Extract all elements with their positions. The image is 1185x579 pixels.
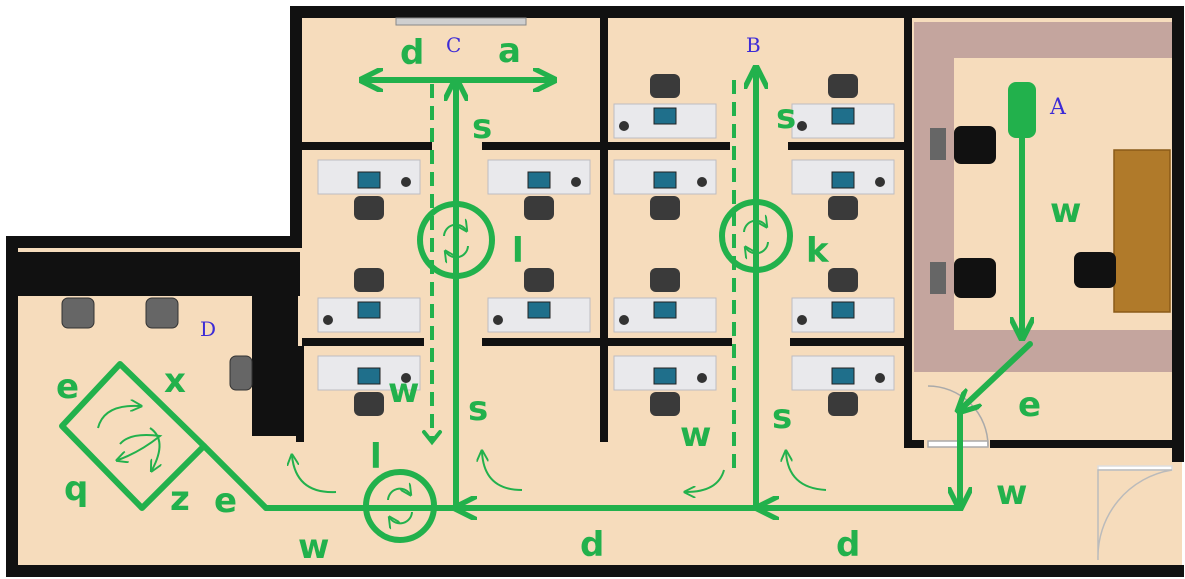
rotation-glyphs: [387, 221, 769, 524]
turn-circles: [363, 199, 793, 543]
location-tag-b: B: [746, 33, 761, 57]
label-d-bottom-mid: d: [580, 525, 604, 565]
chair: [354, 268, 384, 292]
label-x-diamond: x: [164, 361, 186, 401]
monitor: [527, 171, 551, 189]
phone: [797, 121, 807, 131]
walls: [6, 6, 1184, 577]
lounge-chairs: [61, 297, 253, 391]
location-marker-a: [1008, 82, 1036, 138]
phone: [493, 315, 503, 325]
manager-chairs: [930, 126, 1116, 298]
monitor: [653, 367, 677, 385]
label-e-diamond-left: e: [56, 367, 79, 407]
phone: [619, 121, 629, 131]
monitor: [831, 171, 855, 189]
label-s-c-lower: s: [468, 389, 488, 429]
label-k-b: k: [806, 231, 830, 271]
phone: [797, 315, 807, 325]
label-l-bottom: l: [370, 437, 382, 477]
label-d-c-arrow: d: [400, 33, 424, 73]
phone: [697, 373, 707, 383]
chair: [650, 196, 680, 220]
label-w-corner: w: [996, 473, 1027, 513]
chair: [354, 196, 384, 220]
monitor: [653, 301, 677, 319]
location-tag-c: C: [446, 33, 461, 57]
label-q-diamond: q: [64, 469, 88, 509]
monitor: [357, 301, 381, 319]
chair: [354, 392, 384, 416]
label-w-b-dashed: w: [680, 415, 711, 455]
chair: [650, 268, 680, 292]
top-shelf: [395, 17, 527, 26]
dashed-routes: [430, 80, 736, 476]
phone: [875, 373, 885, 383]
location-tags: A B C D: [200, 33, 1067, 341]
monitor: [653, 107, 677, 125]
label-s-c-upper: s: [472, 107, 492, 147]
monitor: [831, 367, 855, 385]
routes: [59, 70, 1036, 511]
chair: [524, 196, 554, 220]
phone: [401, 177, 411, 187]
label-e-room-a: e: [1018, 385, 1041, 425]
location-tag-a: A: [1049, 95, 1067, 120]
route-e-room-a: [960, 341, 1033, 410]
phone: [401, 373, 411, 383]
chair: [524, 268, 554, 292]
label-e-diamond: e: [214, 481, 237, 521]
curved-turn-hints: [97, 406, 827, 492]
monitor: [527, 301, 551, 319]
label-s-b-lower: s: [772, 397, 792, 437]
label-a-c-arrow: a: [498, 31, 521, 71]
manager-counter: [914, 22, 1172, 372]
route-diamond: [59, 361, 207, 511]
turn-circle-k-b: [719, 199, 793, 273]
monitor: [653, 171, 677, 189]
label-w-bottom: w: [298, 527, 329, 567]
chair: [828, 196, 858, 220]
phone: [571, 177, 581, 187]
workstations: [317, 74, 895, 416]
phone: [875, 177, 885, 187]
phone: [323, 315, 333, 325]
route-e-diagonal: [201, 443, 269, 511]
turn-circle-l-c: [417, 201, 495, 279]
location-tag-d: D: [200, 317, 216, 341]
label-z-diamond: z: [170, 479, 190, 519]
chair: [650, 74, 680, 98]
phone: [619, 315, 629, 325]
monitor: [831, 301, 855, 319]
label-l-c: l: [512, 231, 524, 271]
chair: [650, 392, 680, 416]
manager-table: [1113, 149, 1171, 313]
monitor: [357, 171, 381, 189]
chair: [828, 74, 858, 98]
monitor: [831, 107, 855, 125]
label-w-room-a: w: [1050, 191, 1081, 231]
label-w-c-dashed: w: [388, 371, 419, 411]
chair: [828, 392, 858, 416]
phone: [697, 177, 707, 187]
turn-circle-l-bottom: [363, 469, 437, 543]
chair: [828, 268, 858, 292]
monitor: [357, 367, 381, 385]
route-labels: w e w d d s w k s s w l s d a l w e x e …: [56, 31, 1081, 567]
label-s-b-upper: s: [776, 97, 796, 137]
label-d-bottom-right: d: [836, 525, 860, 565]
